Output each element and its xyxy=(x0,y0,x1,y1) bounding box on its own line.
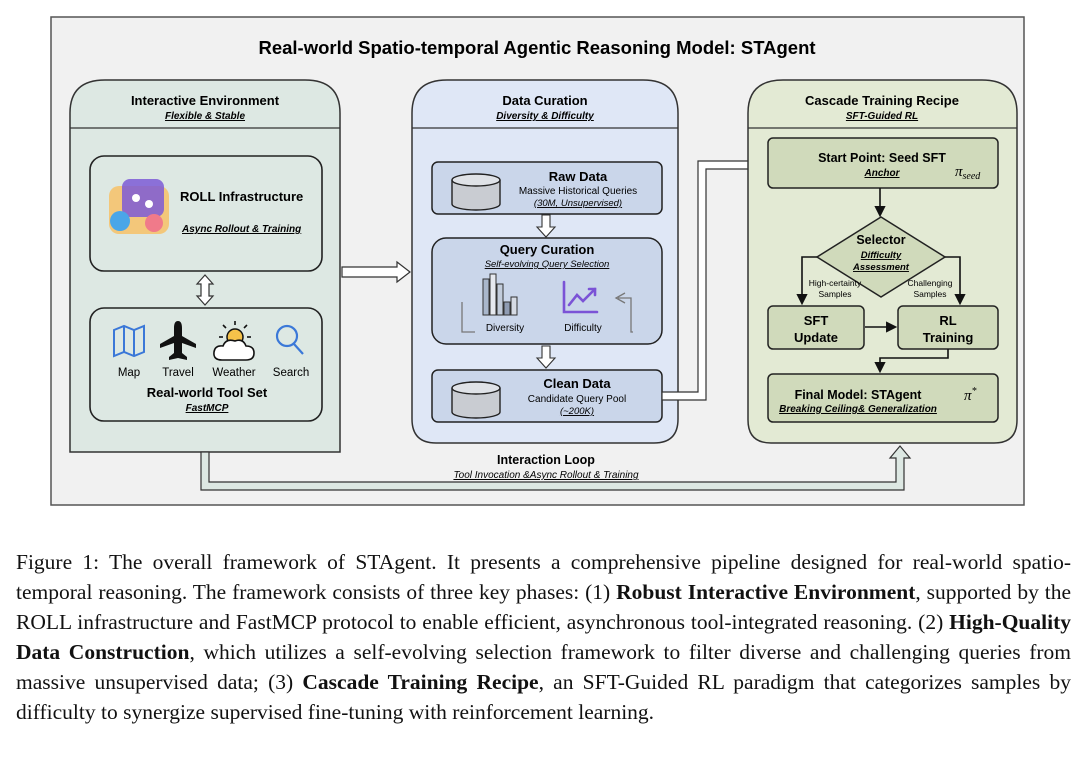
selector-to-rl-arrow xyxy=(945,256,966,306)
roll-subtitle: Async Rollout & Training xyxy=(181,224,301,235)
rl-to-final-arrow xyxy=(874,349,949,374)
environment-panel: Interactive Environment Flexible & Stabl… xyxy=(69,79,341,453)
training-subheader: SFT-Guided RL xyxy=(846,111,918,122)
query-to-clean-arrow xyxy=(535,345,557,369)
sft-update-line1: SFT xyxy=(804,313,829,328)
query-curation-box xyxy=(431,237,663,345)
clean-data-line2: (~200K) xyxy=(560,406,594,417)
high-certainty-label-1: High-certainty xyxy=(809,278,862,288)
toolset-subtitle: FastMCP xyxy=(186,403,229,414)
raw-to-query-arrow xyxy=(535,214,557,238)
high-certainty-label-2: Samples xyxy=(818,289,851,299)
search-icon xyxy=(275,324,304,355)
seed-sft-box xyxy=(767,137,999,189)
toolset-title: Real-world Tool Set xyxy=(147,385,268,400)
env-to-curation-arrow xyxy=(341,260,411,284)
framework-figure: Real-world Spatio-temporal Agentic Reaso… xyxy=(50,16,1025,506)
caption-text-2: , supported by the ROLL infrastructure a… xyxy=(16,580,1071,634)
raw-data-title: Raw Data xyxy=(549,169,608,184)
curation-subheader: Diversity & Difficulty xyxy=(496,111,594,122)
raw-data-line1: Massive Historical Queries xyxy=(519,186,637,197)
final-model-box xyxy=(767,373,999,423)
query-curation-title: Query Curation xyxy=(500,242,595,257)
query-curation-subtitle: Self-evolving Query Selection xyxy=(485,259,610,270)
weather-icon xyxy=(213,321,255,361)
caption-bold-2: High-Quality Data Construction xyxy=(16,610,1071,664)
selector-subtitle-2: Assessment xyxy=(852,262,910,273)
curation-header: Data Curation xyxy=(502,93,587,108)
difficulty-line-chart-icon xyxy=(562,280,599,314)
interaction-loop-subtitle: Tool Invocation &Async Rollout & Trainin… xyxy=(453,470,639,481)
interaction-loop-arrow xyxy=(200,445,912,491)
roll-title: ROLL Infrastructure xyxy=(180,189,303,204)
challenging-label-1: Challenging xyxy=(908,278,953,288)
rl-training-line1: RL xyxy=(939,313,956,328)
sft-update-box xyxy=(767,305,865,350)
selector-to-sft-arrow xyxy=(796,256,817,306)
figure-title: Real-world Spatio-temporal Agentic Reaso… xyxy=(258,37,815,58)
raw-data-line2: (30M, Unsupervised) xyxy=(534,198,622,209)
map-icon xyxy=(113,324,145,358)
selector-diamond xyxy=(815,216,947,298)
final-model-subtitle: Breaking Ceiling& Generalization xyxy=(779,404,937,415)
rl-training-line2: Training xyxy=(923,330,974,345)
env-header: Interactive Environment xyxy=(131,93,280,108)
caption-text-1: Figure 1: The overall framework of STAge… xyxy=(16,550,1071,604)
tool-label-search: Search xyxy=(273,367,309,379)
clean-data-line1: Candidate Query Pool xyxy=(528,394,626,405)
caption-bold-3: Cascade Training Recipe xyxy=(302,670,539,694)
toolset-box xyxy=(89,307,323,422)
challenging-label-2: Samples xyxy=(913,289,946,299)
seed-sft-subtitle: Anchor xyxy=(864,168,901,179)
interaction-loop-title: Interaction Loop xyxy=(497,453,595,467)
sft-update-line2: Update xyxy=(794,330,838,345)
clean-data-title: Clean Data xyxy=(543,376,611,391)
tool-label-travel: Travel xyxy=(162,367,194,379)
training-panel: Cascade Training Recipe SFT-Guided RL St… xyxy=(747,79,1018,444)
diversity-label: Diversity xyxy=(486,323,524,334)
final-model-title: Final Model: STAgent xyxy=(795,388,923,402)
diversity-bar-chart-icon xyxy=(482,273,518,316)
curation-panel: Data Curation Diversity & Difficulty Raw… xyxy=(411,79,679,444)
training-header: Cascade Training Recipe xyxy=(805,93,959,108)
difficulty-label: Difficulty xyxy=(564,323,602,334)
figure-caption: Figure 1: The overall framework of STAge… xyxy=(16,547,1071,727)
tool-label-map: Map xyxy=(118,367,140,379)
airplane-icon xyxy=(160,321,196,360)
caption-text-4: , an SFT-Guided RL paradigm that categor… xyxy=(16,670,1071,724)
roll-logo-icon xyxy=(109,179,169,234)
pi-star-symbol: π* xyxy=(964,386,977,404)
pi-seed-symbol: πseed xyxy=(955,164,981,182)
seed-sft-title: Start Point: Seed SFT xyxy=(818,151,946,165)
database-icon xyxy=(451,173,501,211)
caption-bold-1: Robust Interactive Environment xyxy=(616,580,916,604)
tool-label-weather: Weather xyxy=(212,367,255,379)
roll-toolset-double-arrow-icon xyxy=(195,274,215,306)
env-subheader: Flexible & Stable xyxy=(165,111,245,122)
selector-subtitle-1: Difficulty xyxy=(861,250,902,261)
caption-text-3: , which utilizes a self-evolving selecti… xyxy=(16,640,1071,694)
selector-title: Selector xyxy=(856,233,905,247)
database-icon xyxy=(451,381,501,419)
